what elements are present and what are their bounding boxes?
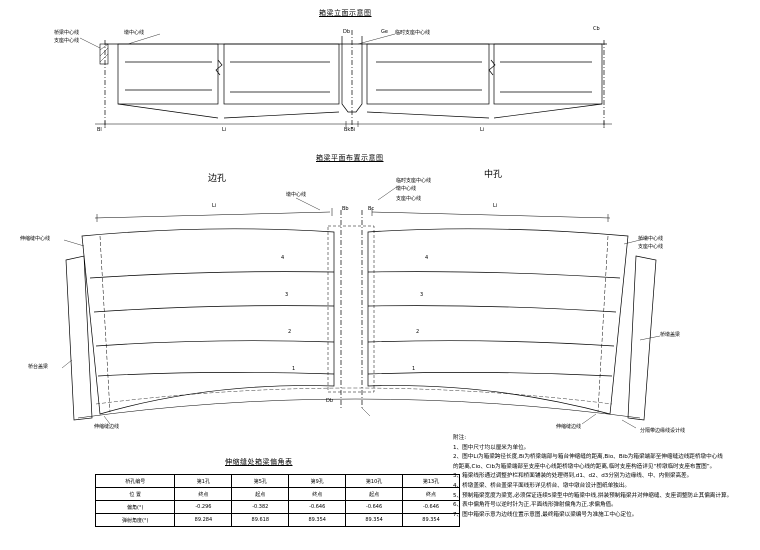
table-cell: 起点: [231, 487, 290, 501]
plan-title: 箱梁平面布置示意图: [316, 154, 384, 162]
elev-pier-center-label: 墩中心线: [124, 30, 145, 36]
elevation-view: [79, 30, 612, 128]
table-header-cell: 桥孔编号: [94, 474, 176, 488]
plan-li-left-label: Li: [212, 203, 217, 209]
table-cell: -0.646: [402, 500, 460, 514]
girder-number: 4: [281, 255, 285, 261]
notes-block: 附注: 1、图中尺寸均以厘米为单位。 2、图中Li为箱梁跨径长度,Bi为桥梁端部…: [453, 434, 753, 520]
table-cell: 89.618: [231, 513, 290, 527]
table-cell: -0.646: [288, 500, 347, 514]
plan-pier-center-label: 墩中心线: [286, 192, 307, 198]
table-row-label: 偏角(°): [94, 500, 176, 514]
table-cell: 89.354: [288, 513, 347, 527]
left-abutment-strip: [65, 255, 93, 421]
girder-number: 3: [420, 292, 424, 298]
elev-bkbi-label: BkBi: [344, 127, 356, 133]
table-header-cell: 第10孔: [345, 474, 404, 488]
plan-db-label: Db: [326, 398, 334, 404]
central-pier-cap: [327, 210, 375, 410]
table-cell: -0.382: [231, 500, 290, 514]
note-item: 4、桥墩盖梁、桥台盖梁平面线形详见桥台、墩中墩台设计图纸单独出。: [453, 482, 630, 489]
plan-view: [61, 185, 661, 429]
table-row: 位 置 终点 起点 终点 起点 终点: [94, 487, 460, 501]
table-cell: 终点: [402, 487, 460, 501]
plan-left-joint-label: 伸缩缝边线: [94, 424, 120, 430]
plan-edge-beam-label: 桥台盖梁: [28, 364, 49, 370]
table-row: 弹射角度(°) 89.284 89.618 89.354 89.354 89.3…: [94, 513, 460, 527]
note-item: 1、图中尺寸均以厘米为单位。: [453, 444, 530, 451]
elevation-title: 箱梁立面示意图: [319, 9, 372, 17]
note-item: 3、箱梁线形通过调整护栏和桥面铺装的处理得到,d1、d2、d3分别为边缘线、中、…: [453, 473, 693, 480]
note-item: 6、表中偏角符号以逆时针为正,平面线形弹射偏角为正,求偏角值。: [453, 502, 617, 509]
right-girder-block: [367, 228, 629, 415]
plan-pier-center2-label: 墩中心线: [396, 186, 417, 192]
table-cell: 起点: [345, 487, 404, 501]
table-header-cell: 第9孔: [288, 474, 347, 488]
note-item: 2、图中Li为箱梁跨径长度,Bi为桥梁端部与箱台伸缩缝的距离,Bio、Bib为箱…: [453, 454, 723, 461]
note-item: 的距离,Cio、Cib为箱梁端部至支座中心线距桥墩中心线的距离,临时支座构造详见…: [453, 463, 716, 470]
plan-expansion-center-label: 伸缩缝中心线: [20, 236, 51, 242]
elev-ge-label: Ge: [381, 29, 388, 35]
girder-box-right-2: [493, 43, 603, 105]
table-cell: 终点: [288, 487, 347, 501]
table-cell: 终点: [174, 487, 233, 501]
table-cell: 89.284: [174, 513, 233, 527]
plan-cap-beam-label: 桥墩盖梁: [660, 332, 681, 338]
girder-number: 4: [425, 255, 429, 261]
girder-box-right-1: [366, 43, 490, 105]
elev-li-right-label: Li: [480, 127, 485, 133]
plan-temp-support-label: 临时支座中心线: [396, 178, 432, 184]
elev-li-left-label: Li: [222, 127, 227, 133]
girder-number: 1: [292, 366, 296, 372]
plan-bb-label: Bb: [342, 206, 349, 212]
table-cell: 89.354: [402, 513, 460, 527]
table-header-cell: 第13孔: [402, 474, 460, 488]
table-cell: -0.646: [345, 500, 404, 514]
table-cell: -0.296: [174, 500, 233, 514]
note-item: 7、图中箱梁示意为边线位置示意图,最终箱梁以梁编号为准施工中心定位。: [453, 511, 638, 518]
span-right-label: 中孔: [484, 170, 503, 180]
plan-abutment-center-label: 桥墩中心线: [638, 236, 664, 242]
plan-right-joint-label: 伸缩缝边线: [556, 424, 582, 430]
elev-temp-support-label: 临时支座中心线: [395, 30, 431, 36]
elev-abutment-line-label: 支座中心线: [54, 38, 80, 44]
table-header-cell: 第1孔: [174, 474, 233, 488]
table-row: 偏角(°) -0.296 -0.382 -0.646 -0.646 -0.646: [94, 500, 460, 514]
plan-design-line-label: 分隔带边缘线设计线: [640, 428, 686, 434]
right-abutment-strip: [627, 255, 657, 421]
plan-bc-label: Bc: [368, 206, 375, 212]
girder-number: 1: [412, 366, 416, 372]
note-item: 5、预制箱梁宽度为梁宽,必须保证连续5梁型中的箱梁中线,拼装预制箱梁并对伸缩缝、…: [453, 492, 733, 499]
table-header-cell: 第5孔: [231, 474, 290, 488]
table-row-label: 弹射角度(°): [94, 513, 176, 527]
girder-number: 2: [288, 329, 292, 335]
plan-li-right-label: Li: [493, 203, 498, 209]
table-row-label: 位 置: [94, 487, 176, 501]
plan-support-center-label: 支座中心线: [396, 196, 422, 202]
elev-bl-label: Bl: [97, 127, 102, 133]
girder-box-left-2: [223, 43, 340, 105]
girder-number: 3: [285, 292, 289, 298]
span-left-label: 边孔: [208, 174, 227, 184]
girder-number: 2: [416, 329, 420, 335]
elev-bridge-center-label: 桥梁中心线: [54, 30, 80, 36]
notes-heading: 附注:: [453, 435, 467, 441]
plan-support-center-right-label: 支座中心线: [638, 244, 664, 250]
table-header-row: 桥孔编号 第1孔 第5孔 第9孔 第10孔 第13孔: [94, 474, 460, 488]
table-cell: 89.354: [345, 513, 404, 527]
elev-cb-label: Cb: [593, 26, 600, 32]
left-girder-block: [81, 228, 335, 415]
table-title: 伸缩缝处箱梁偏角表: [225, 458, 293, 466]
elev-db-label: Db: [343, 29, 351, 35]
skew-angle-table: 桥孔编号 第1孔 第5孔 第9孔 第10孔 第13孔 位 置 终点 起点 终点 …: [94, 474, 460, 527]
girder-box-left-1: [117, 43, 219, 105]
